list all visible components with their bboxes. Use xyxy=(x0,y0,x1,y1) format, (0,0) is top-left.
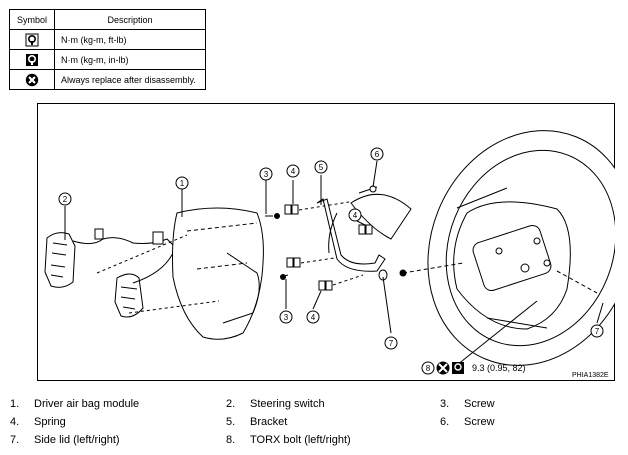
torque-spec-symbols: 8 xyxy=(421,361,464,375)
torque-spec: 9.3 (0.95, 82) xyxy=(472,363,526,373)
legend-header-symbol: Symbol xyxy=(9,9,55,30)
steering-wheel-drawing xyxy=(399,130,615,366)
part-number: 8. xyxy=(226,434,236,446)
part-number: 6. xyxy=(440,416,450,428)
callout-4-label: 4 xyxy=(291,167,296,176)
callout-circle xyxy=(175,176,189,190)
callout-circle xyxy=(384,336,398,350)
callout-circle xyxy=(590,324,604,338)
callout-circle xyxy=(259,167,273,181)
callout-group: 1 2 3 4 5 6 3 4 4 7 7 xyxy=(58,147,604,350)
legend-description: Always replace after disassembly. xyxy=(54,69,206,90)
legend-description: N·m (kg-m, ft-lb) xyxy=(54,29,206,50)
part-name: Driver air bag module xyxy=(34,398,140,410)
part-name: Spring xyxy=(34,416,66,428)
figure-id: PHIA1382E xyxy=(572,372,609,379)
callout-circle xyxy=(348,208,362,222)
legend-row: N·m (kg-m, ft-lb) xyxy=(9,29,206,50)
bracket-drawing xyxy=(316,185,412,272)
callout-circle xyxy=(286,164,300,178)
legend-description: N·m (kg-m, in-lb) xyxy=(54,49,206,70)
callout-3-label: 3 xyxy=(284,313,289,322)
part-name: Side lid (left/right) xyxy=(34,434,120,446)
part-name: Screw xyxy=(464,416,495,428)
callout-2-label: 2 xyxy=(63,195,68,204)
screws-and-springs-drawing xyxy=(265,201,364,291)
steering-wheel-exploded-diagram: 1 2 3 4 5 6 3 4 4 7 7 8 xyxy=(44,130,615,375)
callout-circle xyxy=(58,192,72,206)
callout-3-label: 3 xyxy=(264,170,269,179)
part-name: TORX bolt (left/right) xyxy=(250,434,351,446)
callout-circle xyxy=(314,160,328,174)
callout-7-label: 7 xyxy=(595,327,600,336)
part-number: 5. xyxy=(226,416,236,428)
callout-1-label: 1 xyxy=(180,179,185,188)
part-number: 1. xyxy=(10,398,20,410)
steering-switch-drawing xyxy=(44,228,176,318)
callout-circle xyxy=(306,310,320,324)
part-number: 3. xyxy=(440,398,450,410)
callout-4-label: 4 xyxy=(353,211,358,220)
callout-6-label: 6 xyxy=(375,150,380,159)
legend-header-description: Description xyxy=(54,9,206,30)
callout-8-label: 8 xyxy=(426,364,431,373)
legend-row: Always replace after disassembly. xyxy=(9,69,206,90)
part-name: Screw xyxy=(464,398,495,410)
part-number: 7. xyxy=(10,434,20,446)
callout-5-label: 5 xyxy=(319,163,324,172)
callout-leaders xyxy=(64,160,604,366)
symbol-legend-table: Symbol Description N·m (kg-m, ft-lb) N·m… xyxy=(9,9,206,90)
callout-circle xyxy=(279,310,293,324)
legend-row: N·m (kg-m, in-lb) xyxy=(9,49,206,70)
callout-7-label: 7 xyxy=(389,339,394,348)
callout-circle xyxy=(370,147,384,161)
callout-4-label: 4 xyxy=(311,313,316,322)
torque-wrench-ftlb-icon xyxy=(25,33,39,46)
always-replace-icon xyxy=(25,73,39,86)
torque-wrench-inlb-icon xyxy=(26,53,38,66)
part-name: Steering switch xyxy=(250,398,325,410)
air-bag-module-drawing xyxy=(96,207,264,340)
part-number: 4. xyxy=(10,416,20,428)
part-number: 2. xyxy=(226,398,236,410)
part-name: Bracket xyxy=(250,416,288,428)
